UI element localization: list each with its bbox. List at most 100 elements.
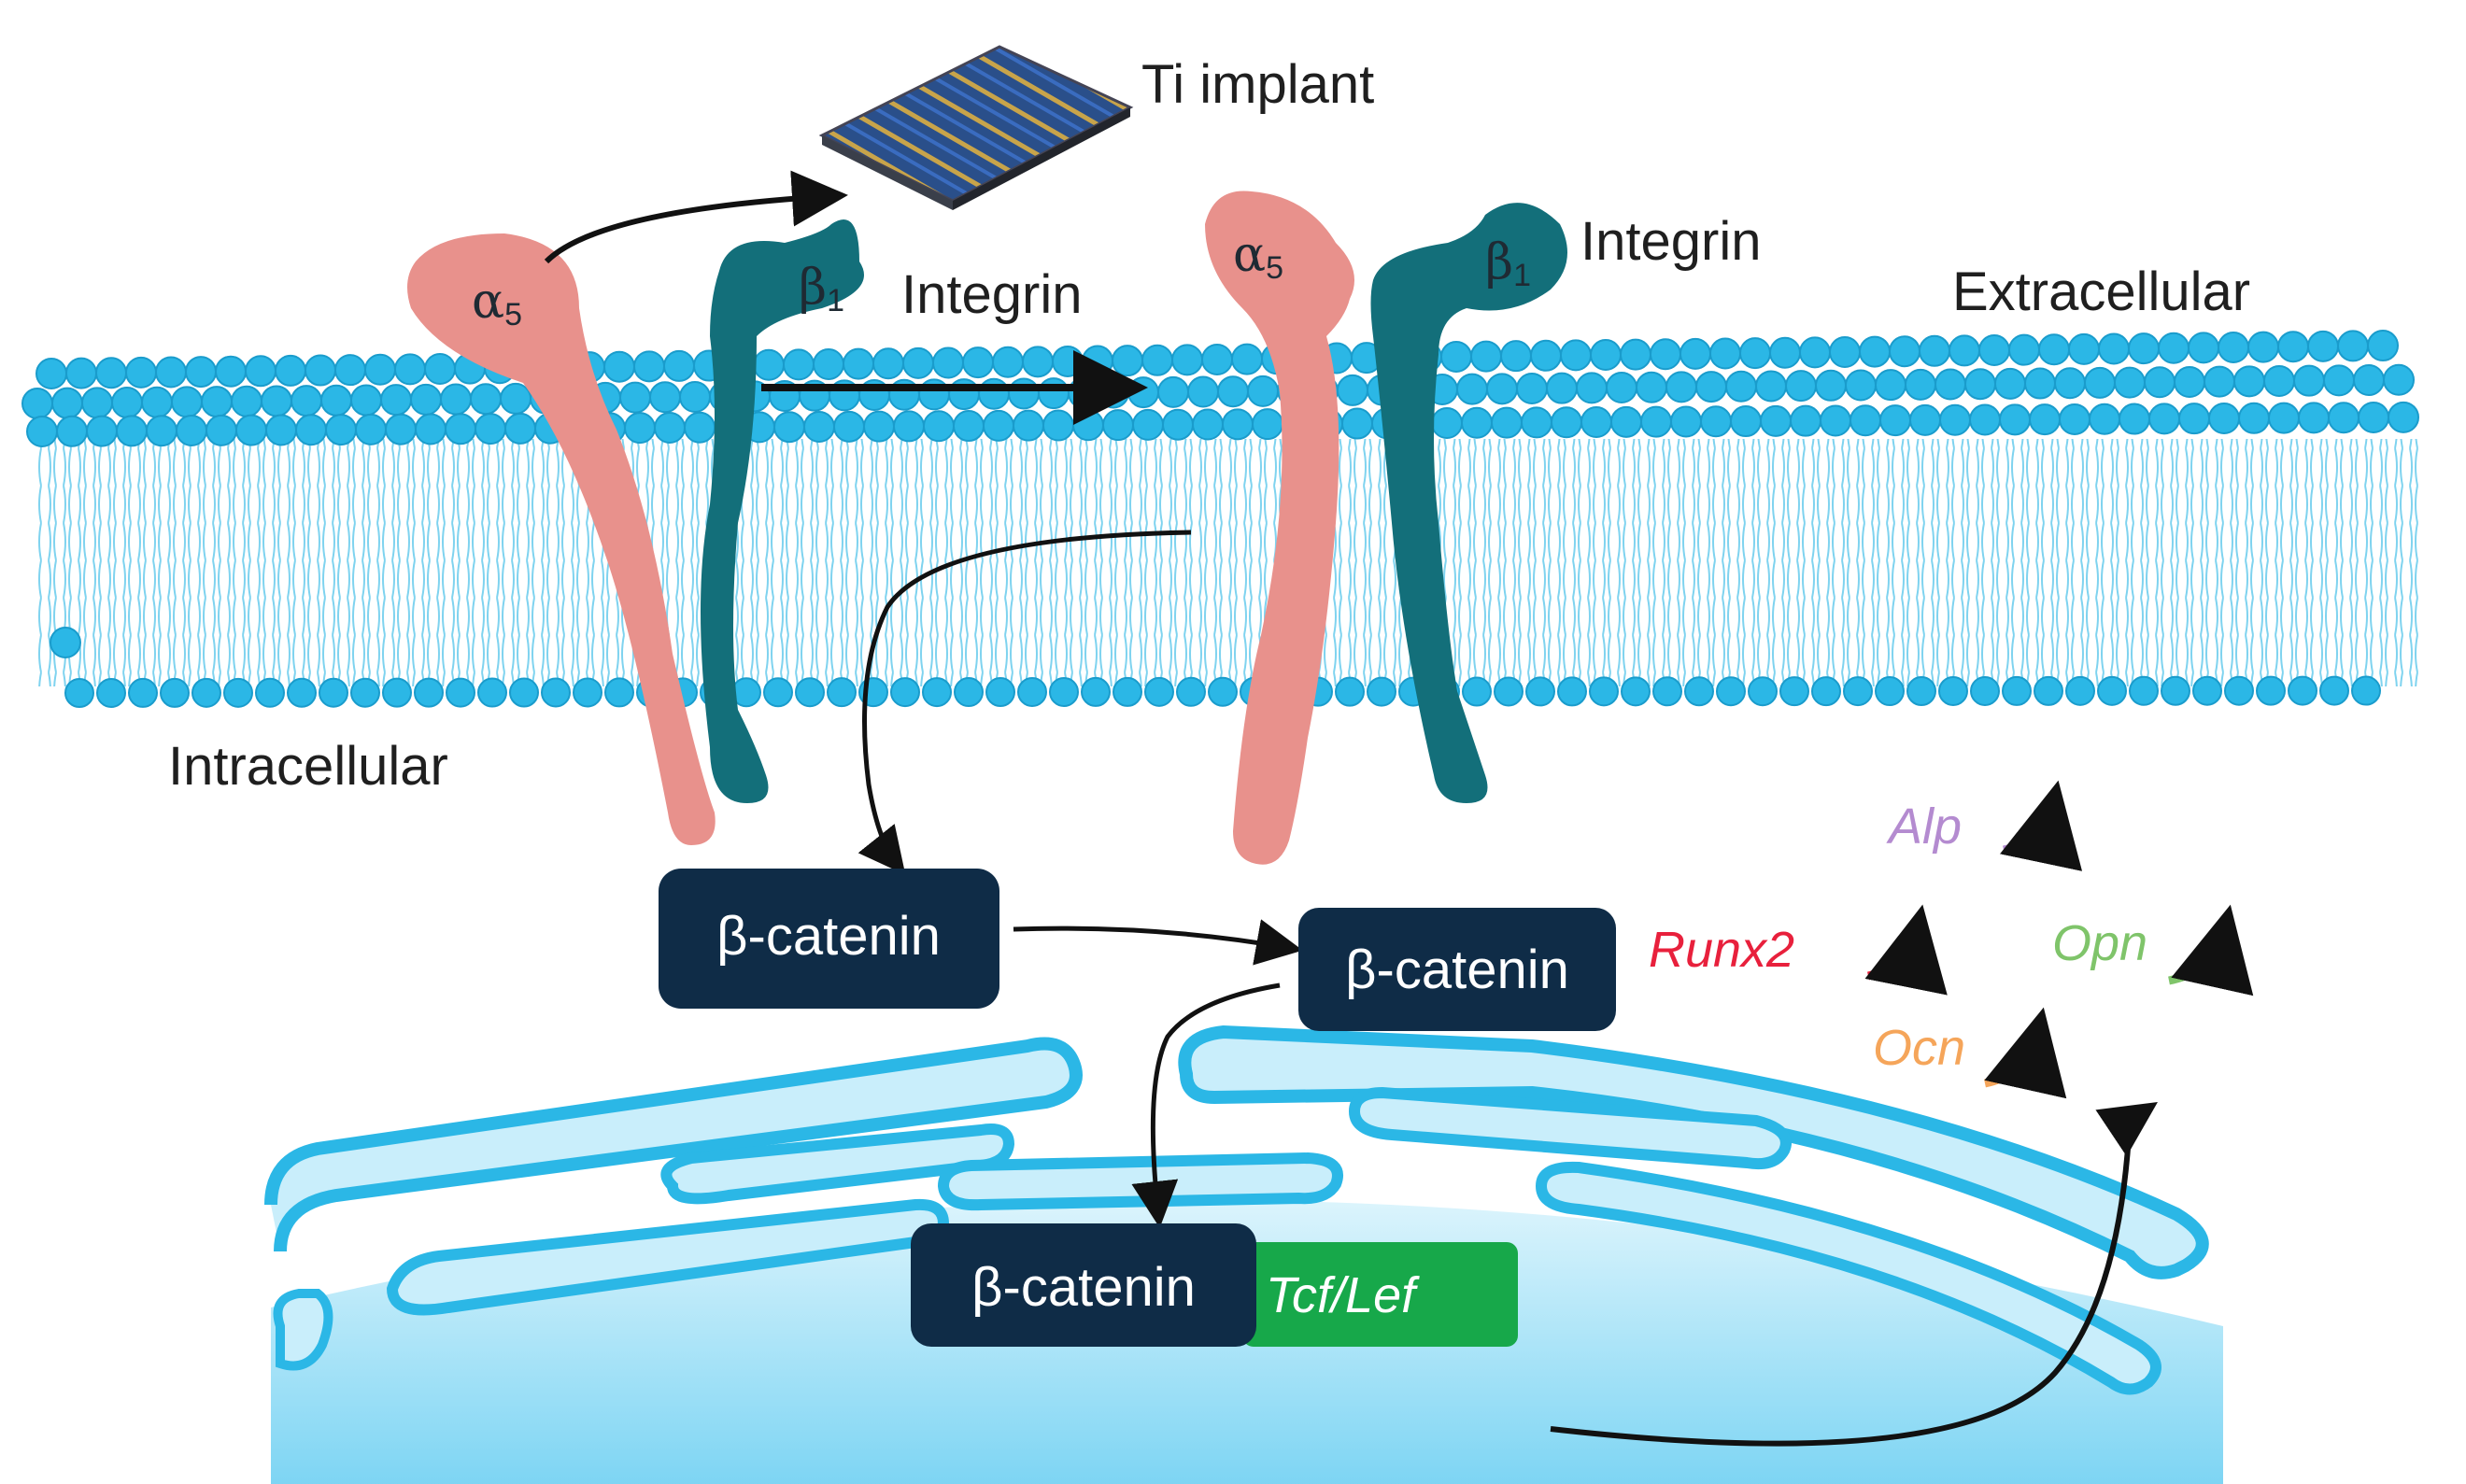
lipid-head [1081, 676, 1111, 707]
gene-alp-up-arrow [1999, 780, 2083, 871]
lipid-head [1739, 337, 1771, 370]
lipid-head [1845, 369, 1877, 402]
lipid-head [500, 382, 531, 415]
lipid-head [385, 413, 417, 445]
lipid-head [325, 414, 357, 446]
lipid-head [2323, 364, 2355, 397]
lipid-head [923, 410, 955, 443]
lipid-head [111, 387, 143, 419]
beta1-subunit-left [701, 219, 864, 803]
lipid-head [364, 353, 396, 386]
ti-implant-edge [822, 135, 953, 210]
lipid-head [382, 677, 412, 708]
lipid-head [1695, 371, 1727, 403]
nuclear-envelope-inner-3 [937, 1152, 1343, 1211]
lipid-head [2288, 675, 2317, 706]
lipid-head [255, 677, 285, 708]
lipid-head [2263, 365, 2295, 397]
beta1-subunit-right [1370, 203, 1567, 804]
lipid-head [2383, 363, 2415, 396]
lipid-head [1999, 403, 2031, 436]
lipid-head [1525, 676, 1555, 707]
lipid-head [1716, 676, 1746, 707]
catenin-cytoplasmic-1: β-catenin [659, 869, 999, 1009]
lipid-head [1670, 405, 1702, 438]
lipid-head [2328, 402, 2360, 434]
lipid-head [86, 415, 118, 447]
lipid-head [1621, 676, 1651, 707]
lipid-head [440, 383, 472, 416]
lipid-head [116, 415, 148, 447]
lipid-head [445, 413, 476, 445]
lipid-head [1530, 339, 1562, 372]
lipid-head [663, 349, 695, 382]
gene-opn-up-arrow [2168, 904, 2254, 996]
lipid-head [827, 677, 857, 708]
lipid-head [81, 387, 113, 419]
lipid-head [1491, 406, 1523, 439]
lipid-head [2008, 333, 2040, 366]
catenin-label-2: β-catenin [1345, 940, 1569, 1000]
lipid-head [2224, 675, 2254, 706]
lipid-head [2114, 366, 2146, 399]
lipid-head [1725, 370, 1757, 403]
lipid-head [1994, 367, 2026, 400]
lipid-head [1859, 335, 1891, 368]
lipid-head [176, 415, 207, 447]
alpha5-label-left: α5 [472, 274, 522, 332]
lipid-head [1516, 373, 1548, 404]
lipid-head [1760, 404, 1792, 437]
lipid-head [2293, 364, 2325, 397]
lipid-head [1521, 406, 1552, 439]
lipid-head [1335, 676, 1365, 707]
lipid-head [1201, 344, 1233, 376]
lipid-head [2208, 402, 2240, 434]
ti-implant-surface [818, 45, 1134, 203]
lipid-head [2192, 675, 2222, 706]
lipid-head [1461, 406, 1493, 439]
gene-runx2-label: Runx2 [1649, 922, 1794, 978]
lipid-head [890, 677, 920, 708]
lipid-head [2059, 403, 2090, 435]
lipid-head [1700, 405, 1732, 438]
lipid-head [2307, 330, 2339, 362]
catenin-box-nuclear [911, 1223, 1256, 1347]
catenin-box-2 [1298, 908, 1616, 1031]
lipid-head [146, 415, 177, 447]
lipid-head [1337, 374, 1368, 406]
lipid-head [2178, 403, 2210, 435]
catenin-label-nuclear: β-catenin [971, 1257, 1196, 1318]
lipid-head [1938, 675, 1968, 706]
lipid-head [2038, 333, 2070, 366]
integrin-right: α5 β1 [1205, 191, 1567, 865]
beta1-label-left: β1 [799, 260, 844, 318]
lipid-head [350, 677, 380, 708]
lipid-head [95, 357, 127, 389]
lipid-head [2129, 675, 2159, 706]
lipid-head [2097, 675, 2127, 706]
lipid-head [2144, 366, 2175, 399]
lipid-head [261, 385, 292, 417]
lipid-head [320, 384, 352, 417]
lipid-head [2337, 330, 2369, 362]
lipid-head [1889, 335, 1920, 368]
lipid-head [1072, 409, 1104, 442]
lipid-head [96, 677, 126, 708]
lipid-head [2084, 366, 2116, 399]
nuclear-envelope-right-inner-1 [1348, 1086, 1792, 1170]
arrow-gene-expression [1550, 1102, 2158, 1447]
lipid-head [2353, 364, 2385, 397]
lipid-head [1162, 408, 1194, 441]
lipid-head [2188, 332, 2219, 364]
lipid-head [470, 383, 502, 416]
lipid-head [141, 386, 173, 418]
lipid-head [394, 353, 426, 386]
lipid-head [1132, 408, 1164, 441]
lipid-head [287, 677, 317, 708]
lipid-head [1769, 336, 1801, 369]
lipid-head [2388, 401, 2419, 433]
lipid-head [1208, 676, 1238, 707]
lipid-head [2256, 675, 2286, 706]
lipid-head [843, 347, 874, 380]
